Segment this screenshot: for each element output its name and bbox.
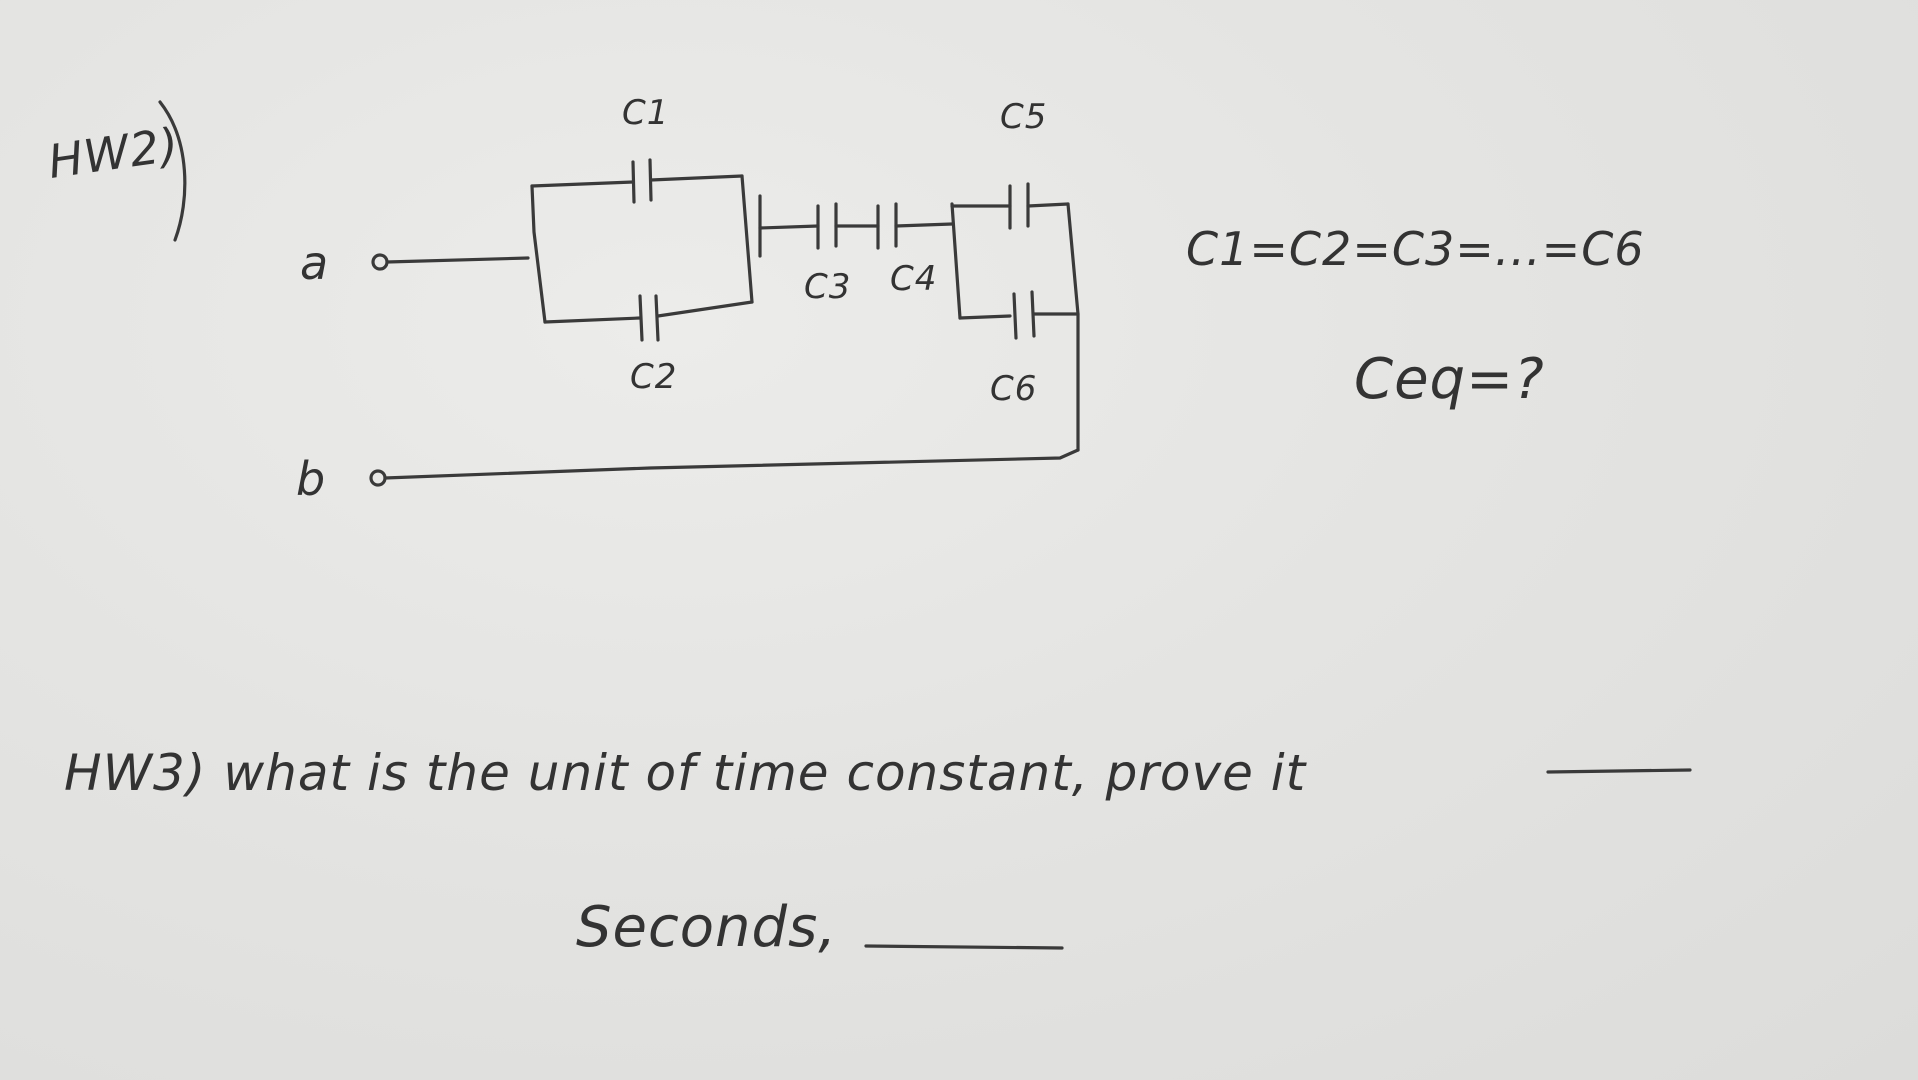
terminal-a-label: a: [300, 236, 330, 290]
capacitor-c3-label: C3: [804, 267, 852, 307]
hw3-answer-blank: [1546, 768, 1692, 774]
hw3-answer: Seconds,: [576, 895, 838, 960]
hw3-seconds-blank: [864, 944, 1064, 950]
capacitor-c2-plate-2: [654, 294, 660, 342]
hw3-question: HW3) what is the unit of time constant, …: [64, 744, 1307, 802]
capacitor-c5-label: C5: [1000, 97, 1048, 137]
capacitor-c6-label: C6: [990, 369, 1038, 409]
wire-parallel-left: [530, 184, 547, 324]
wire-a-to-parallel: [385, 256, 530, 264]
wire-parallel-right: [740, 174, 754, 304]
wire-c6-left: [958, 314, 1012, 320]
terminal-b-node: [369, 469, 387, 487]
capacitance-equality: C1=C2=C3=...=C6: [1186, 222, 1645, 276]
capacitor-c1-plate-1: [631, 160, 636, 204]
wire-bottom-right: [656, 300, 754, 318]
wire-top-right: [649, 174, 744, 182]
terminal-b-label: b: [296, 452, 327, 506]
wire-top-left: [530, 180, 635, 188]
capacitor-c2-label: C2: [630, 357, 678, 397]
capacitor-c4-label: C4: [890, 259, 938, 299]
capacitor-c6-plate-1: [1012, 292, 1018, 340]
wire-c3-c4: [758, 224, 820, 230]
wire-c5c6-left: [950, 202, 962, 320]
wire-bottom-left: [543, 316, 642, 324]
wire-c5c6-right: [1066, 202, 1080, 452]
capacitor-c1-label: C1: [622, 93, 670, 133]
wire-c5-right: [1026, 202, 1070, 208]
equivalent-capacitance-question: Ceq=?: [1354, 347, 1545, 412]
hw2-bracket: [158, 100, 187, 242]
capacitor-c2-plate-1: [638, 294, 644, 342]
wire-return-to-b: [383, 448, 1080, 480]
terminal-a-node: [371, 253, 389, 271]
wire-c4-to-node: [894, 222, 954, 228]
